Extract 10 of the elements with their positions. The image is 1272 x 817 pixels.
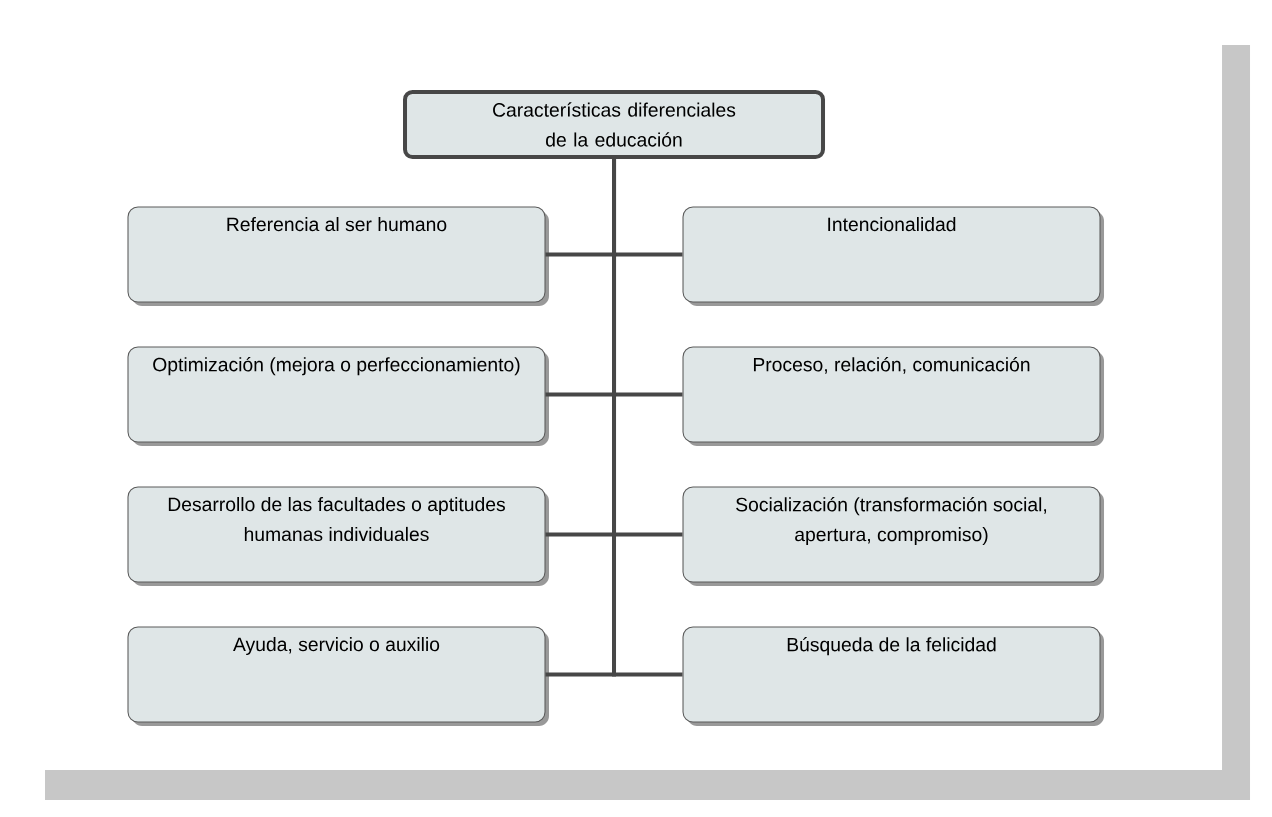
connector-line <box>612 159 683 677</box>
category-box: Desarrollo de las facultades o aptitudes humanas individuales <box>127 486 549 586</box>
title-box: Características diferenciales de la educación <box>403 90 825 159</box>
category-box: Referencia al ser humano <box>127 206 549 306</box>
category-box: Optimización (mejora o perfeccionamiento) <box>127 346 549 446</box>
category-box: Búsqueda de la felicidad <box>682 626 1104 726</box>
category-box: Ayuda, servicio o auxilio <box>127 626 549 726</box>
category-box: Intencionalidad <box>682 206 1104 306</box>
category-box: Proceso, relación, comunicación <box>682 346 1104 446</box>
category-box: Socialización (transformación social, apertura, compromiso) <box>682 486 1104 586</box>
